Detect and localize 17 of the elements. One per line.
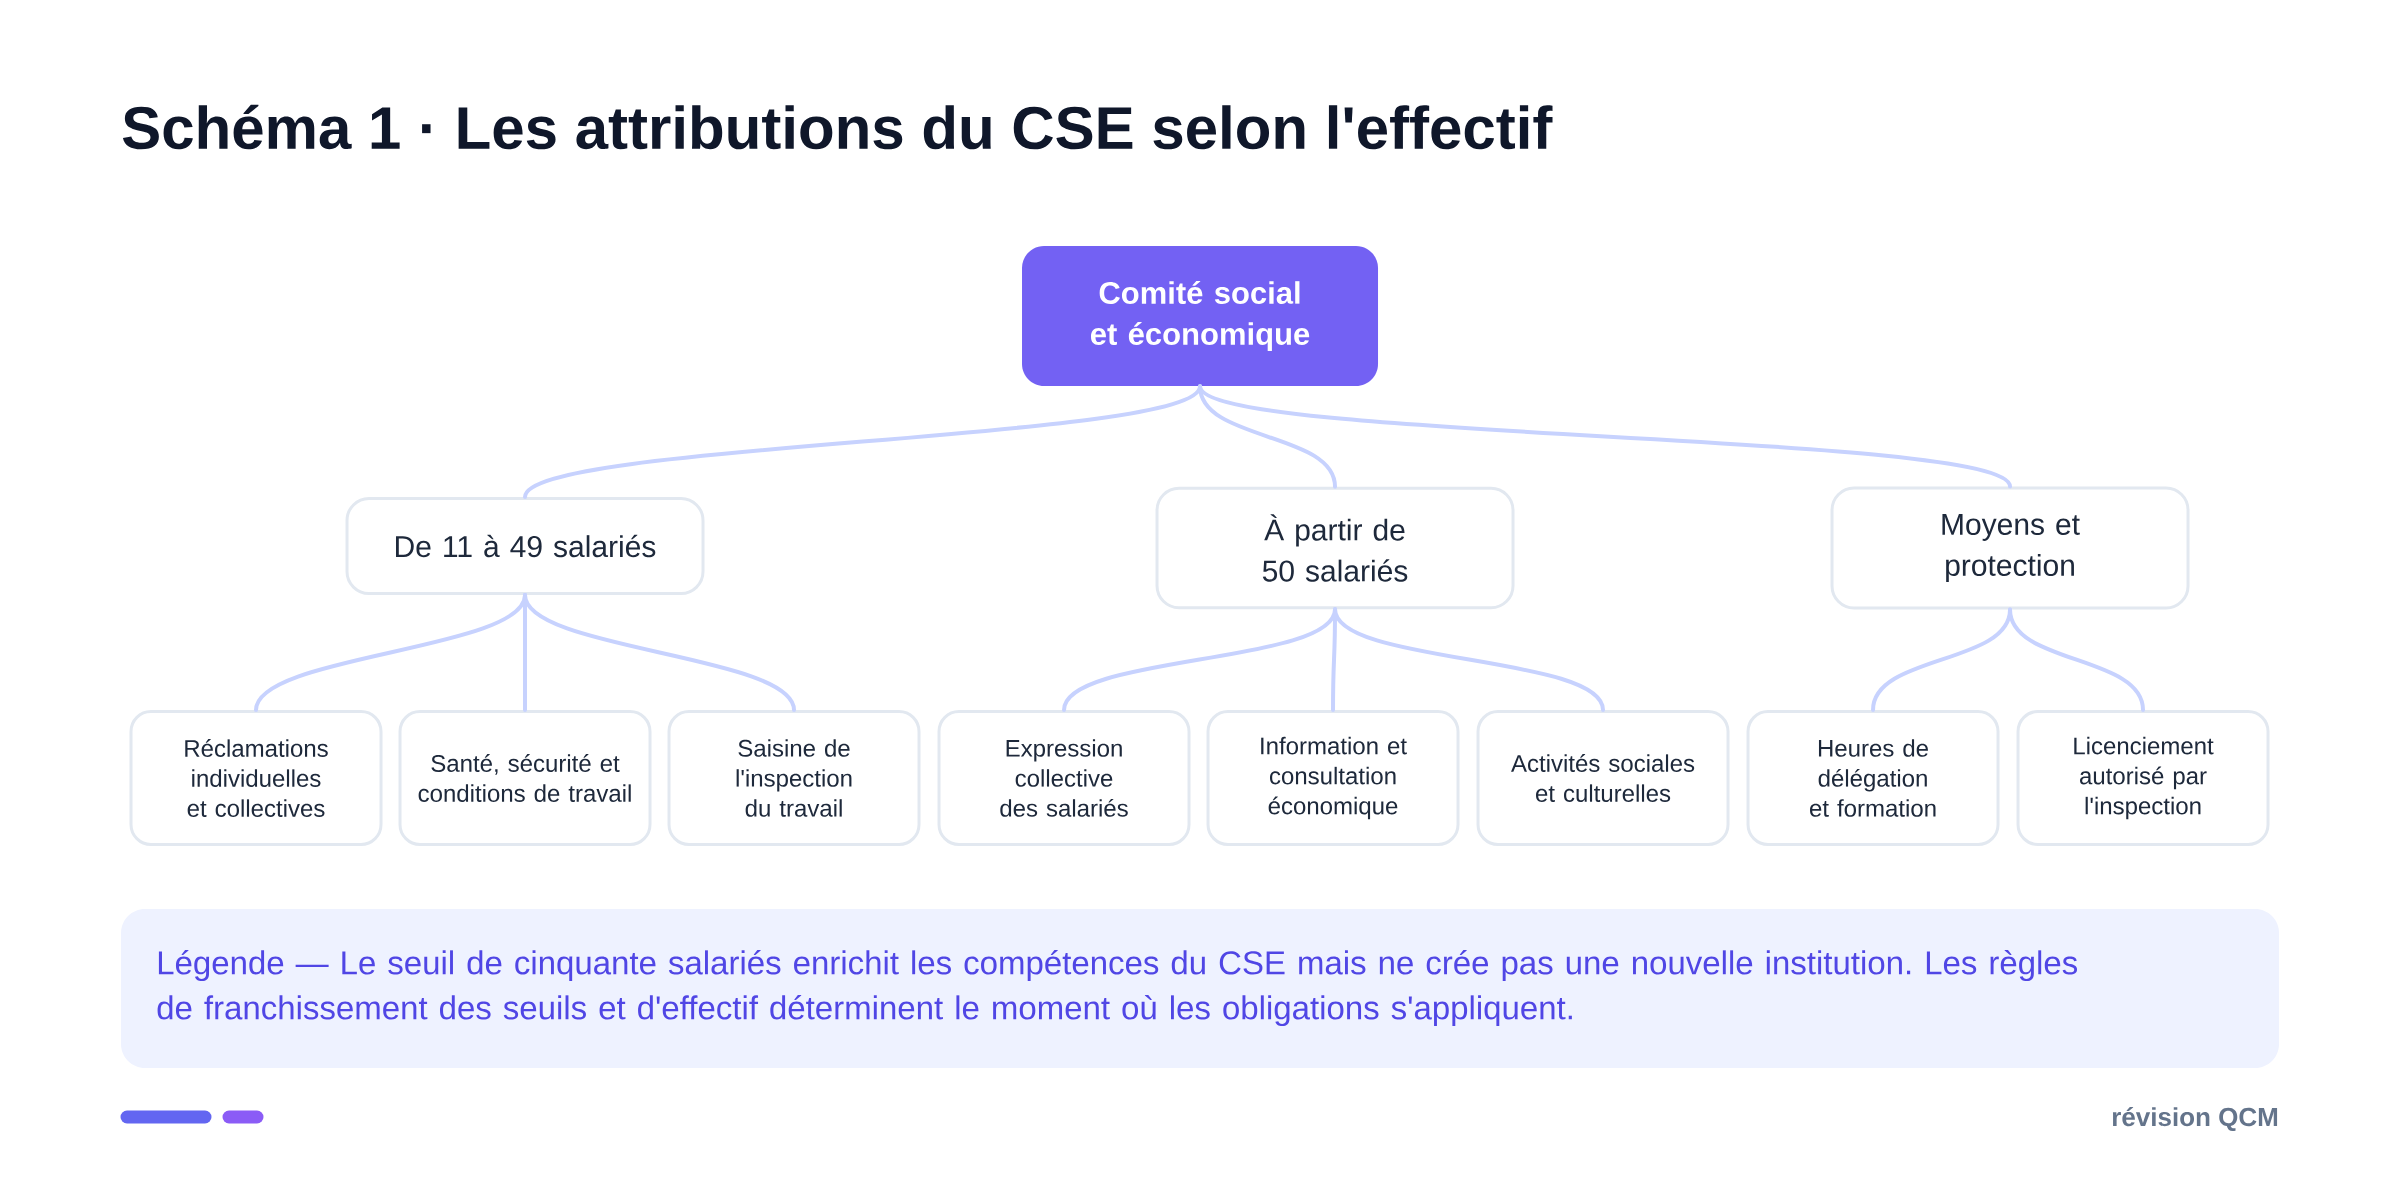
branch-box: À partir de 50 salariés bbox=[1155, 486, 1515, 610]
leaf-box: Heures de délégation et formation bbox=[1746, 710, 2000, 846]
leaf-box: Saisine de l'inspection du travail bbox=[667, 710, 921, 846]
title: Schéma 1 · Les attributions du CSE selon l'effectif bbox=[122, 104, 1553, 150]
connector-line bbox=[2008, 607, 2146, 712]
leaf-box: Licenciement autorisé par l'inspection bbox=[2016, 710, 2270, 846]
leaf-box: Santé, sécurité et conditions de travail bbox=[398, 710, 652, 846]
branch-box: De 11 à 49 salariés bbox=[345, 497, 705, 595]
leaf-box: Expression collective des salariés bbox=[937, 710, 1191, 846]
footer-text: révision QCM bbox=[2112, 1106, 2278, 1132]
connector-line bbox=[1198, 384, 2013, 489]
leaf-box: Information et consultation économique bbox=[1206, 710, 1460, 846]
leaf-box: Activités sociales et culturelles bbox=[1476, 710, 1730, 846]
note-box: Légende — Le seuil de cinquante salariés enrichit les compétences du CSE mais ne crée pas une nouvelle institution. Les règles de franchissement des seuils et d'effectif déterminent le moment où les obligations s'appliquent. bbox=[121, 909, 2280, 1068]
leaf-box: Réclamations individuelles et collectives bbox=[129, 710, 383, 846]
branch-box: Moyens et protection bbox=[1830, 486, 2190, 610]
root-box: Comité social et économique bbox=[1022, 246, 1378, 386]
